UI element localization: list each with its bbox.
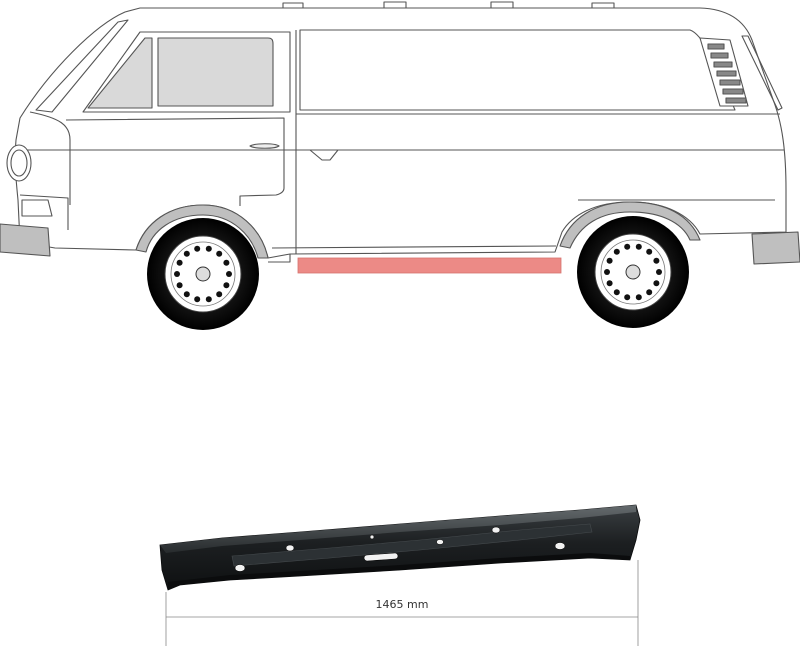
front-door-outline [65,117,285,206]
rear-wheel [577,216,689,328]
rear-bumper [751,231,800,265]
wheel-hole [624,294,631,301]
rear-hubcap-icon [625,264,641,280]
wheel-hole [176,259,183,266]
wheel-hole [656,269,662,275]
windshield-outline [35,19,129,113]
front-bumper [0,223,51,257]
wheel-hole [613,289,620,296]
wheel-hole [646,289,653,296]
headlight [6,144,32,182]
rear-wheel-holes [604,243,662,301]
wheel-hole [205,296,212,303]
wheel-hole [624,243,631,250]
rear-vent-grille [699,37,749,107]
wheel-hole [216,291,223,298]
wheel-hole [606,257,613,264]
wheel-hole [205,245,212,252]
front-hubcap-icon [195,266,211,282]
wheel-hole [653,257,660,264]
rear-side-window [741,35,783,111]
sill-upper-line [271,245,557,249]
dimension-label: 1465 mm [376,598,429,611]
wheel-hole [194,296,201,303]
part-top-flange [160,505,636,553]
highlighted-sill-panel [297,257,562,274]
wheel-hole [604,269,610,275]
sill-step [268,254,291,263]
part-center-channel [231,523,593,567]
wheel-hole [635,294,642,301]
wheel-hole [613,248,620,255]
door-handle [249,143,280,149]
wheel-hole [653,280,660,287]
wheel-hole [174,271,180,277]
wheel-hole [226,271,232,277]
sill-part-render [159,504,641,591]
wheel-hole [194,245,201,252]
wheel-hole [223,282,230,289]
sliding-door-notch [298,149,339,161]
cab-window [87,37,153,109]
part-holes [234,526,566,572]
van-illustration [0,1,800,265]
cab-window-frame [82,31,291,113]
wheel-hole [635,243,642,250]
cab-rear-window [157,37,274,107]
front-wheel [147,218,259,330]
wheel-hole [183,291,190,298]
wheel-hole [183,250,190,257]
part-bottom-edge [168,553,630,590]
front-lower-crease [19,194,69,230]
front-panel-outline [29,111,71,205]
front-arch-trim [135,204,269,259]
front-wheel-holes [174,245,232,303]
wheel-hole [606,280,613,287]
front-indicator [21,199,53,217]
dimension-annotation [165,560,639,646]
wheel-hole [646,248,653,255]
wheel-hole [223,259,230,266]
wheel-hole [176,282,183,289]
rear-arch-trim [559,201,701,249]
wheel-hole [216,250,223,257]
